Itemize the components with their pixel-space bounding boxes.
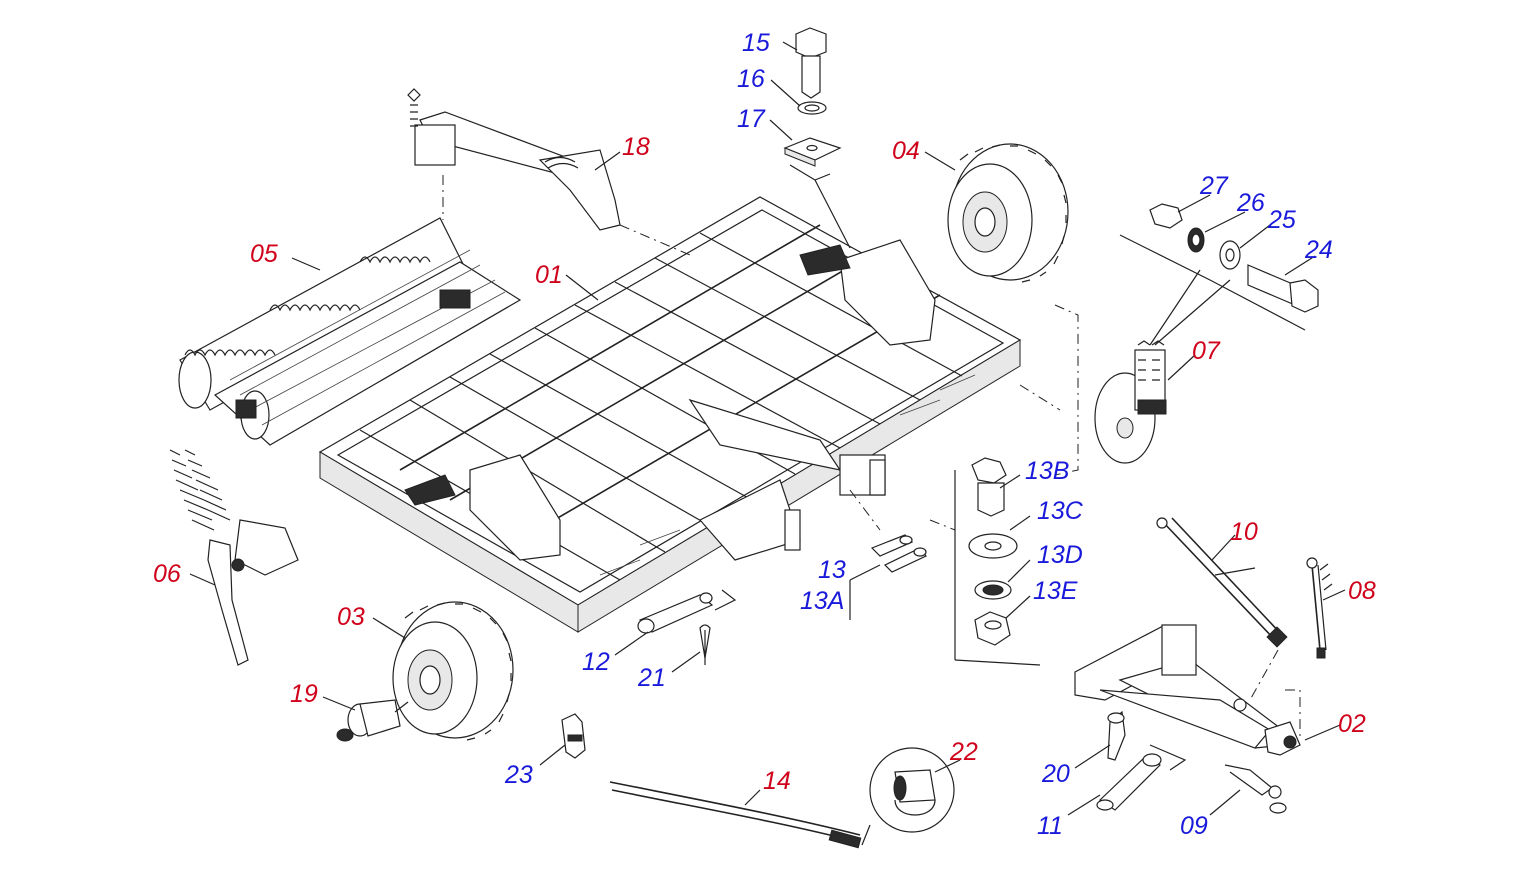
pins (1096, 710, 1187, 811)
marker-disc (1019, 304, 1167, 476)
crumbler-roller (178, 217, 522, 446)
label-11: 11 (1037, 812, 1063, 840)
hydraulic-fittings (849, 489, 927, 620)
arm-pin (637, 589, 737, 634)
leveller-arm (407, 88, 691, 256)
part-labels: 15 16 17 18 04 27 26 25 24 05 01 07 13B … (153, 29, 1376, 840)
safety-chain (1224, 764, 1287, 814)
label-22: 22 (949, 738, 978, 766)
label-10: 10 (1230, 518, 1258, 546)
label-09: 09 (1180, 812, 1208, 840)
spring-tine (169, 449, 299, 666)
label-21: 21 (637, 664, 666, 692)
label-19: 19 (290, 680, 318, 708)
axle-bolt-set (1119, 203, 1319, 346)
hydraulic-hoses (609, 781, 862, 849)
parking-stand (1306, 557, 1333, 659)
label-01: 01 (535, 261, 563, 289)
label-04: 04 (892, 137, 920, 165)
wheel-hub (336, 699, 409, 742)
label-13C: 13C (1037, 497, 1084, 525)
wheel-right (947, 143, 1069, 283)
label-13D: 13D (1037, 541, 1083, 569)
label-15: 15 (742, 29, 770, 57)
lynch-clip (699, 624, 711, 665)
leader-lines (189, 41, 1346, 816)
main-frame (318, 196, 1022, 633)
label-25: 25 (1267, 206, 1296, 234)
label-17: 17 (737, 105, 766, 133)
label-27: 27 (1199, 172, 1229, 200)
label-13B: 13B (1025, 457, 1069, 485)
label-13: 13 (818, 556, 846, 584)
label-24: 24 (1304, 236, 1333, 264)
label-07: 07 (1192, 337, 1221, 365)
wheel-left (392, 601, 514, 741)
label-18: 18 (622, 133, 650, 161)
label-12: 12 (582, 648, 610, 676)
label-16: 16 (737, 65, 765, 93)
drawbar (1074, 624, 1301, 756)
label-05: 05 (250, 240, 278, 268)
label-23: 23 (504, 761, 533, 789)
label-26: 26 (1236, 189, 1265, 217)
label-06: 06 (153, 560, 181, 588)
hinge-bolt-set (783, 27, 851, 249)
label-03: 03 (337, 603, 365, 631)
label-13A: 13A (800, 587, 844, 615)
label-20: 20 (1041, 760, 1070, 788)
quick-coupler (561, 713, 586, 759)
coupler-detail (861, 747, 955, 846)
label-08: 08 (1348, 577, 1376, 605)
pivot-bolt-set (929, 457, 1041, 666)
label-13E: 13E (1033, 577, 1078, 605)
label-14: 14 (763, 767, 791, 795)
label-02: 02 (1338, 710, 1366, 738)
top-link (1156, 517, 1288, 701)
